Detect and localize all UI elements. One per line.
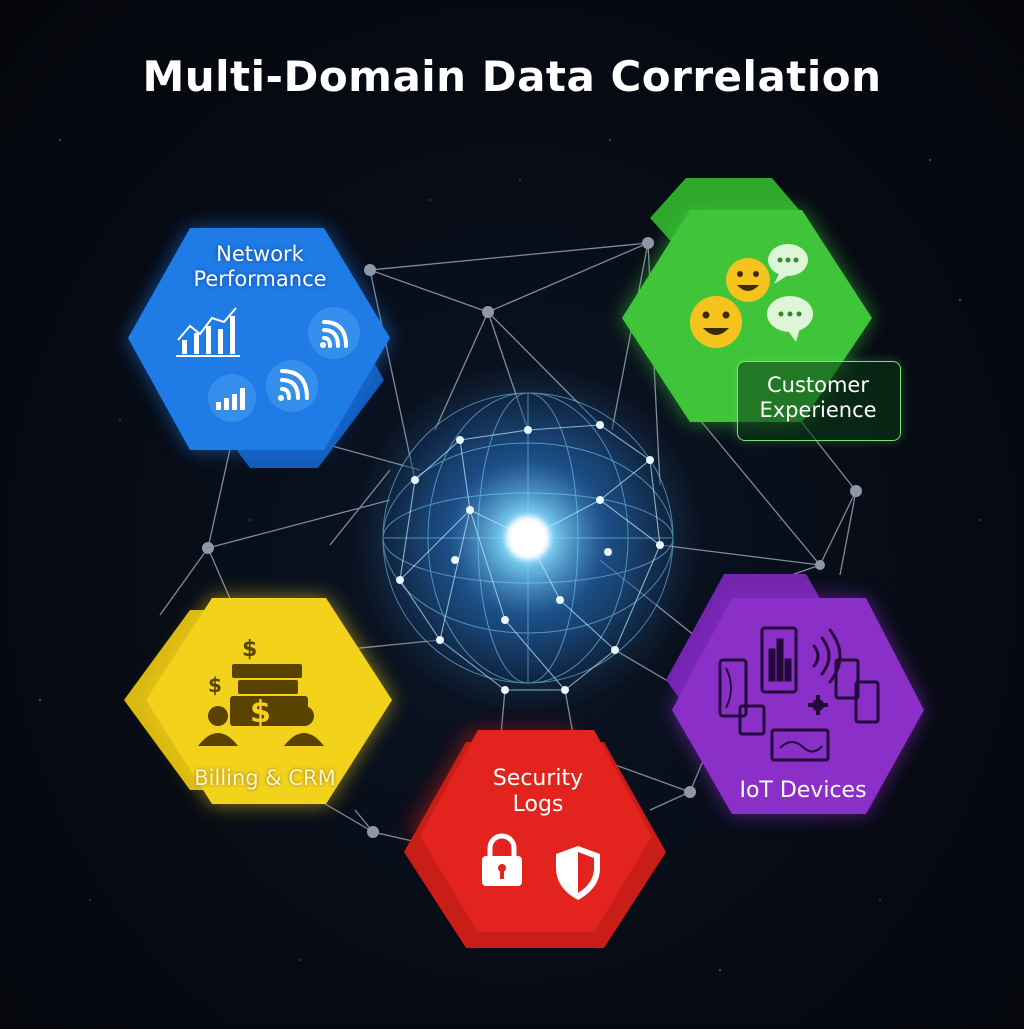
- wifi-signal-icon: [266, 360, 318, 412]
- label-security-logs: Security Logs: [438, 766, 638, 819]
- junction-nodes: [202, 237, 862, 838]
- label-customer-experience: Customer Experience: [737, 373, 899, 423]
- wireless-signal-icon: [812, 628, 842, 684]
- chat-bubble-icon: [768, 244, 808, 284]
- page-title: Multi-Domain Data Correlation: [142, 52, 882, 101]
- chat-bubble-icon: [767, 296, 813, 342]
- label-line: Customer: [766, 373, 869, 397]
- hexagon-security-logs: [404, 730, 666, 948]
- hexagon-iot-devices: [666, 574, 924, 814]
- label-line: Logs: [512, 792, 564, 818]
- label-line: Network: [216, 242, 304, 266]
- hexagon-billing-crm: $ $ $: [124, 598, 392, 804]
- globe-network-icon: [353, 363, 703, 713]
- label-line: Performance: [193, 267, 327, 292]
- smiley-icon: [690, 296, 742, 348]
- bar-chart-icon: [208, 374, 256, 422]
- customer-experience-label-box: [737, 361, 901, 441]
- line-chart-icon: [176, 307, 240, 357]
- people-icon: [198, 706, 324, 746]
- gear-icon: [808, 695, 828, 715]
- dollar-sign-icon: $: [208, 673, 222, 697]
- monitor-icon: [738, 658, 880, 762]
- label-network-performance: Network Performance: [150, 242, 370, 292]
- svg-text:$: $: [208, 673, 222, 697]
- svg-text:$: $: [242, 637, 257, 662]
- phone-icon: [760, 626, 798, 694]
- starfield: [39, 139, 981, 971]
- tablet-icon: [718, 658, 748, 718]
- hexagon-network-performance: [128, 228, 390, 468]
- label-billing-crm: Billing & CRM: [194, 766, 336, 790]
- label-line: Security: [492, 766, 584, 791]
- wifi-signal-icon: [308, 307, 360, 359]
- svg-text:$: $: [250, 695, 271, 730]
- padlock-icon: [482, 833, 522, 886]
- dollar-sign-icon: $: [242, 637, 257, 662]
- shield-icon: [556, 846, 600, 900]
- label-iot-devices: IoT Devices: [739, 778, 867, 803]
- label-line: Experience: [759, 398, 877, 423]
- money-stack-icon: $: [230, 664, 308, 730]
- smiley-icon: [726, 258, 770, 302]
